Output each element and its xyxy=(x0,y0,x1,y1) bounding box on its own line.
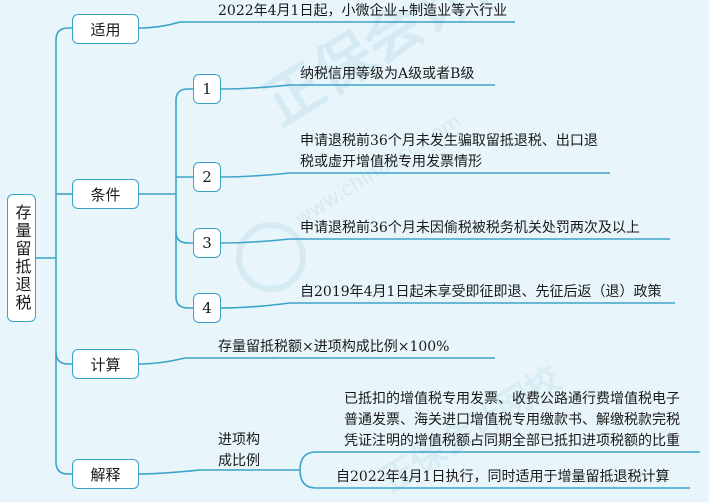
connector-root-calculation xyxy=(55,258,72,365)
explanation-detail: 已抵扣的增值税专用发票、收费公路通行费增值税电子 普通发票、海关进口增值税专用缴… xyxy=(344,389,680,452)
applicable-detail: 2022年4月1日起，小微企业+制造业等六行业 xyxy=(218,3,508,19)
condition-detail-2: 申请退税前36个月未发生骗取留抵退税、出口退 税或虚开增值税专用发票情形 xyxy=(300,131,598,173)
connector-explanation-lower xyxy=(299,469,690,489)
connector-root-up xyxy=(55,27,72,258)
condition-number-1: 1 xyxy=(193,74,221,104)
branch-explanation: 解释 xyxy=(72,459,139,489)
connector-cond-1-detail xyxy=(220,84,495,90)
connector-cond-1 xyxy=(175,88,193,194)
branch-calculation: 计算 xyxy=(72,349,139,379)
explanation-detail-line-3: 凭证注明的增值税额占同期全部已抵扣进项税额的比重 xyxy=(344,433,680,449)
condition-3-line-1: 申请退税前36个月未因偷税被税务机关处罚两次及以上 xyxy=(300,220,640,236)
condition-number-2: 2 xyxy=(193,162,221,192)
condition-detail-4: 自2019年4月1日起未享受即征即退、先征后返（退）政策 xyxy=(300,282,661,303)
explanation-detail-line-2: 普通发票、海关进口增值税专用缴款书、解缴税款完税 xyxy=(344,412,680,428)
explanation-note: 自2022年4月1日执行，同时适用于增量留抵退税计算 xyxy=(336,469,670,485)
condition-number-3: 3 xyxy=(193,228,221,258)
connector-cond-3-detail xyxy=(220,238,670,244)
connector-cond-3 xyxy=(175,194,193,244)
explanation-sub-line-2: 成比例 xyxy=(218,453,260,469)
root-node: 存量留抵退税 xyxy=(7,194,36,322)
connector-calculation-detail xyxy=(138,357,495,365)
connector-applicable-detail xyxy=(138,21,515,29)
explanation-detail-line-1: 已抵扣的增值税专用发票、收费公路通行费增值税电子 xyxy=(344,391,680,407)
explanation-sub-line-1: 进项构 xyxy=(218,432,260,448)
connector-cond-4-detail xyxy=(220,302,675,309)
condition-2-line-1: 申请退税前36个月未发生骗取留抵退税、出口退 xyxy=(300,133,598,149)
calculation-detail: 存量留抵税额×进项构成比例×100% xyxy=(218,339,450,355)
condition-detail-1: 纳税信用等级为A级或者B级 xyxy=(300,64,474,85)
connector-explanation-upper xyxy=(299,451,700,471)
branch-conditions: 条件 xyxy=(72,179,139,209)
explanation-sub-label: 进项构 成比例 xyxy=(218,430,260,472)
condition-detail-3: 申请退税前36个月未因偷税被税务机关处罚两次及以上 xyxy=(300,218,640,239)
condition-1-line-1: 纳税信用等级为A级或者B级 xyxy=(300,66,475,82)
connector-root-explanation xyxy=(55,352,72,475)
condition-4-line-1: 自2019年4月1日起未享受即征即退、先征后返（退）政策 xyxy=(300,284,662,300)
condition-number-4: 4 xyxy=(193,293,221,323)
condition-2-line-2: 税或虚开增值税专用发票情形 xyxy=(300,154,482,170)
branch-applicable: 适用 xyxy=(72,14,139,44)
connector-cond-2-detail xyxy=(220,172,610,178)
connector-cond-4 xyxy=(175,232,193,309)
connector-explanation-sub xyxy=(138,469,300,475)
